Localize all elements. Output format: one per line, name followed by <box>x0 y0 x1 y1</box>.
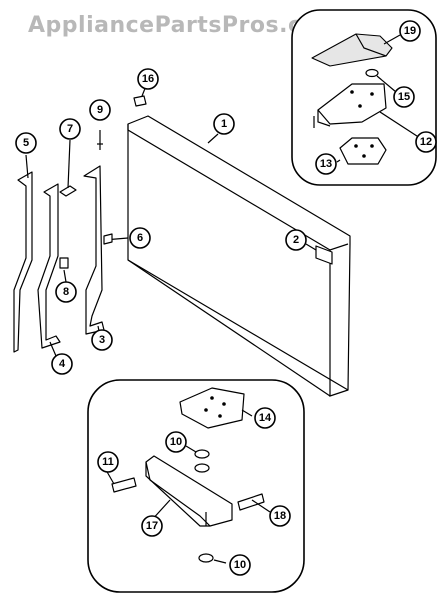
clip-part-7 <box>59 185 77 197</box>
svg-text:17: 17 <box>146 520 158 532</box>
svg-text:7: 7 <box>67 123 73 135</box>
channel-part-3 <box>83 165 105 335</box>
callout-14: 14 <box>254 407 276 429</box>
svg-text:2: 2 <box>293 234 299 246</box>
door-panel <box>127 115 351 391</box>
svg-text:10: 10 <box>170 436 182 448</box>
svg-text:12: 12 <box>420 136 432 148</box>
svg-text:19: 19 <box>404 25 416 37</box>
screw-part-11 <box>111 477 137 493</box>
callout-17: 17 <box>141 515 163 537</box>
washer-part-10-lower <box>198 553 214 563</box>
callout-3: 3 <box>91 329 113 351</box>
svg-text:11: 11 <box>102 456 114 468</box>
svg-text:18: 18 <box>274 510 286 522</box>
callout-13: 13 <box>315 153 337 175</box>
callout-10-lower: 10 <box>229 554 251 576</box>
callout-19: 19 <box>399 20 421 42</box>
bracket-part-5 <box>13 171 33 353</box>
hinge-plate-part-13 <box>339 137 387 165</box>
svg-text:1: 1 <box>221 118 227 130</box>
badge-part-2 <box>315 245 333 265</box>
callout-11: 11 <box>97 451 119 473</box>
svg-text:14: 14 <box>259 412 272 424</box>
svg-text:9: 9 <box>97 104 103 116</box>
channel-part-4 <box>37 183 61 349</box>
callout-8: 8 <box>55 281 77 303</box>
plug-part-16 <box>133 95 147 107</box>
svg-text:16: 16 <box>142 73 154 85</box>
callout-7: 7 <box>59 118 81 140</box>
svg-text:4: 4 <box>59 358 66 370</box>
callout-9: 9 <box>89 99 111 121</box>
callout-6: 6 <box>129 227 151 249</box>
washer-part-10-upper <box>194 449 210 459</box>
block-part-8 <box>59 257 69 269</box>
callout-18: 18 <box>269 505 291 527</box>
svg-text:13: 13 <box>320 158 332 170</box>
svg-text:8: 8 <box>63 286 69 298</box>
callout-10-upper: 10 <box>165 431 187 453</box>
screw-part-6 <box>103 233 113 245</box>
callout-15: 15 <box>393 86 415 108</box>
svg-text:5: 5 <box>23 137 29 149</box>
watermark-logo: AppliancePartsPros.com <box>28 13 341 38</box>
screw-part-18 <box>237 493 265 511</box>
callout-12: 12 <box>415 131 437 153</box>
hinge-plate-part-12 <box>317 83 387 125</box>
callout-1: 1 <box>213 113 235 135</box>
callout-5: 5 <box>15 132 37 154</box>
washer-part-15 <box>365 68 379 78</box>
callout-4: 4 <box>51 353 73 375</box>
bracket-part-14 <box>179 387 245 429</box>
hinge-arm-part-17 <box>145 455 233 527</box>
svg-text:3: 3 <box>99 334 105 346</box>
callout-2: 2 <box>285 229 307 251</box>
svg-text:15: 15 <box>398 91 410 103</box>
svg-text:10: 10 <box>234 559 246 571</box>
callout-16: 16 <box>137 68 159 90</box>
svg-text:6: 6 <box>137 232 143 244</box>
